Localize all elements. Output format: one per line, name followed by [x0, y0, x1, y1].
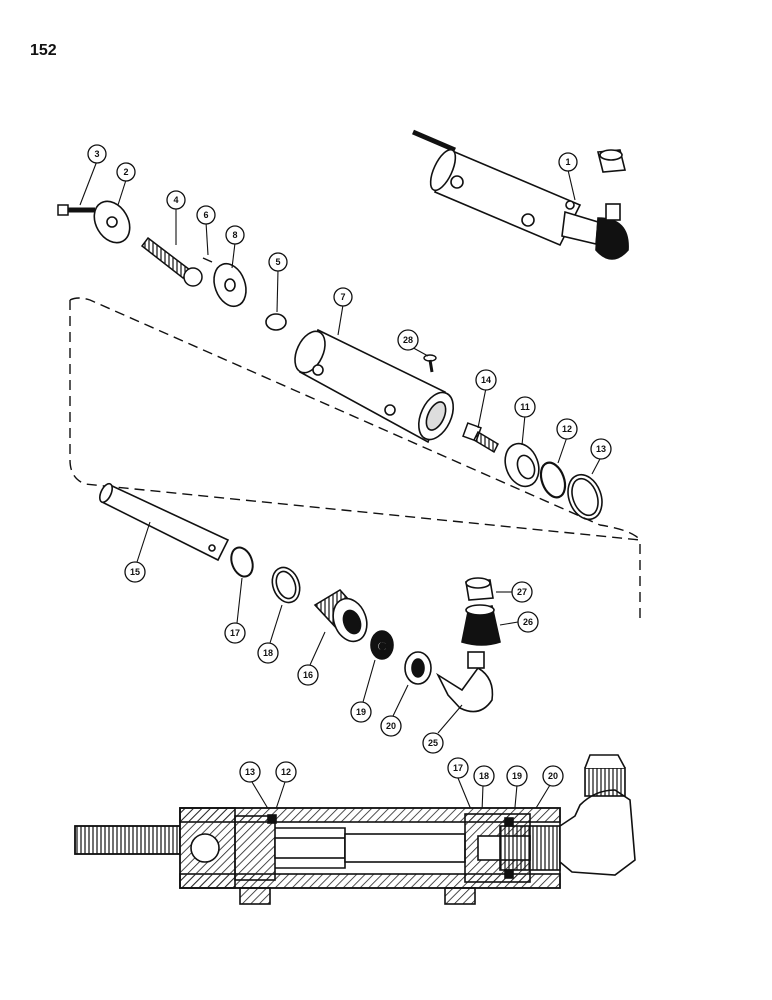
- cap-screw-3: [57, 204, 95, 216]
- piston-16: [313, 588, 368, 643]
- piston-rod-15: [99, 482, 230, 562]
- callout-5: [268, 252, 288, 272]
- callout-6: [196, 205, 216, 225]
- callout-19: [350, 701, 372, 723]
- callout-13-section: [239, 761, 261, 783]
- callout-27: [511, 581, 533, 603]
- assembled-cylinder: [412, 129, 629, 260]
- callout-20-label: 20: [386, 721, 396, 731]
- callout-8: [225, 225, 245, 245]
- callout-20-section: [542, 765, 564, 787]
- pin-6: [202, 257, 213, 263]
- callout-2-label: 2: [123, 167, 128, 177]
- wiper-20: [404, 651, 432, 685]
- tie-rod-end-25: [436, 651, 494, 713]
- backup-ring-13: [567, 473, 603, 521]
- o-ring-17: [230, 546, 254, 578]
- callout-12-section: [275, 761, 297, 783]
- callout-20-section-label: 20: [548, 771, 558, 781]
- callout-19-section: [506, 765, 528, 787]
- callout-12: [556, 418, 578, 440]
- callout-16: [297, 664, 319, 686]
- callout-4: [166, 190, 186, 210]
- callout-13-label: 13: [596, 444, 606, 454]
- callout-25-label: 25: [428, 738, 438, 748]
- callout-28: [397, 329, 419, 351]
- callout-26: [517, 611, 539, 633]
- callout-25: [422, 732, 444, 754]
- callout-17-label: 17: [230, 628, 240, 638]
- callout-7-label: 7: [340, 292, 345, 302]
- end-cap-2: [93, 200, 131, 244]
- bolt-14: [462, 422, 499, 454]
- callout-4-label: 4: [173, 195, 178, 205]
- callout-16-label: 16: [303, 670, 313, 680]
- callout-6-label: 6: [203, 210, 208, 220]
- callout-18-section-label: 18: [479, 771, 489, 781]
- callout-13: [590, 438, 612, 460]
- callout-18-section: [473, 765, 495, 787]
- callout-19-label: 19: [356, 707, 366, 717]
- backup-ring-18: [271, 566, 301, 604]
- cylinder-tube-7: [294, 328, 455, 444]
- callout-11-label: 11: [520, 402, 530, 412]
- callout-17: [224, 622, 246, 644]
- callout-11: [514, 396, 536, 418]
- dust-boot-26: [461, 604, 501, 646]
- castle-nut-27: [465, 577, 494, 601]
- callouts: [87, 144, 612, 787]
- plate-8: [213, 262, 247, 308]
- callout-7: [333, 287, 353, 307]
- callout-8-label: 8: [232, 230, 237, 240]
- callout-14-label: 14: [481, 375, 491, 385]
- seat-5: [265, 313, 287, 331]
- callout-26-label: 26: [523, 617, 533, 627]
- callout-1-label: 1: [565, 157, 570, 167]
- callout-15: [124, 561, 146, 583]
- callout-2: [116, 162, 136, 182]
- callout-27-label: 27: [517, 587, 527, 597]
- callout-17-section-label: 17: [453, 763, 463, 773]
- callout-12-section-label: 12: [281, 767, 291, 777]
- callout-numbers: 3 2 4 6 8 5 7 1 28 14 11 12 13 15 17 18 …: [94, 149, 606, 781]
- sectional-view: [74, 754, 636, 905]
- group-outline: [69, 297, 641, 620]
- ball-stud-4: [140, 236, 203, 287]
- callout-18-label: 18: [263, 648, 273, 658]
- gland-11: [504, 442, 540, 488]
- callout-17-section: [447, 757, 469, 779]
- o-ring-12: [539, 461, 567, 499]
- callout-5-label: 5: [275, 257, 280, 267]
- callout-19-section-label: 19: [512, 771, 522, 781]
- callout-12-label: 12: [562, 424, 572, 434]
- leader-lines: [79, 160, 602, 819]
- callout-18: [257, 642, 279, 664]
- callout-20: [380, 715, 402, 737]
- seal-19: C: [370, 630, 394, 660]
- callout-15-label: 15: [130, 567, 140, 577]
- callout-1: [558, 152, 578, 172]
- callout-28-label: 28: [403, 335, 413, 345]
- callout-3-label: 3: [94, 149, 99, 159]
- screw-28: [423, 354, 437, 373]
- callout-14: [475, 369, 497, 391]
- page-number: 152: [30, 42, 57, 59]
- castle-nut-top: [596, 149, 627, 173]
- seal-19-mark: C: [377, 638, 387, 654]
- callout-3: [87, 144, 107, 164]
- callout-13-section-label: 13: [245, 767, 255, 777]
